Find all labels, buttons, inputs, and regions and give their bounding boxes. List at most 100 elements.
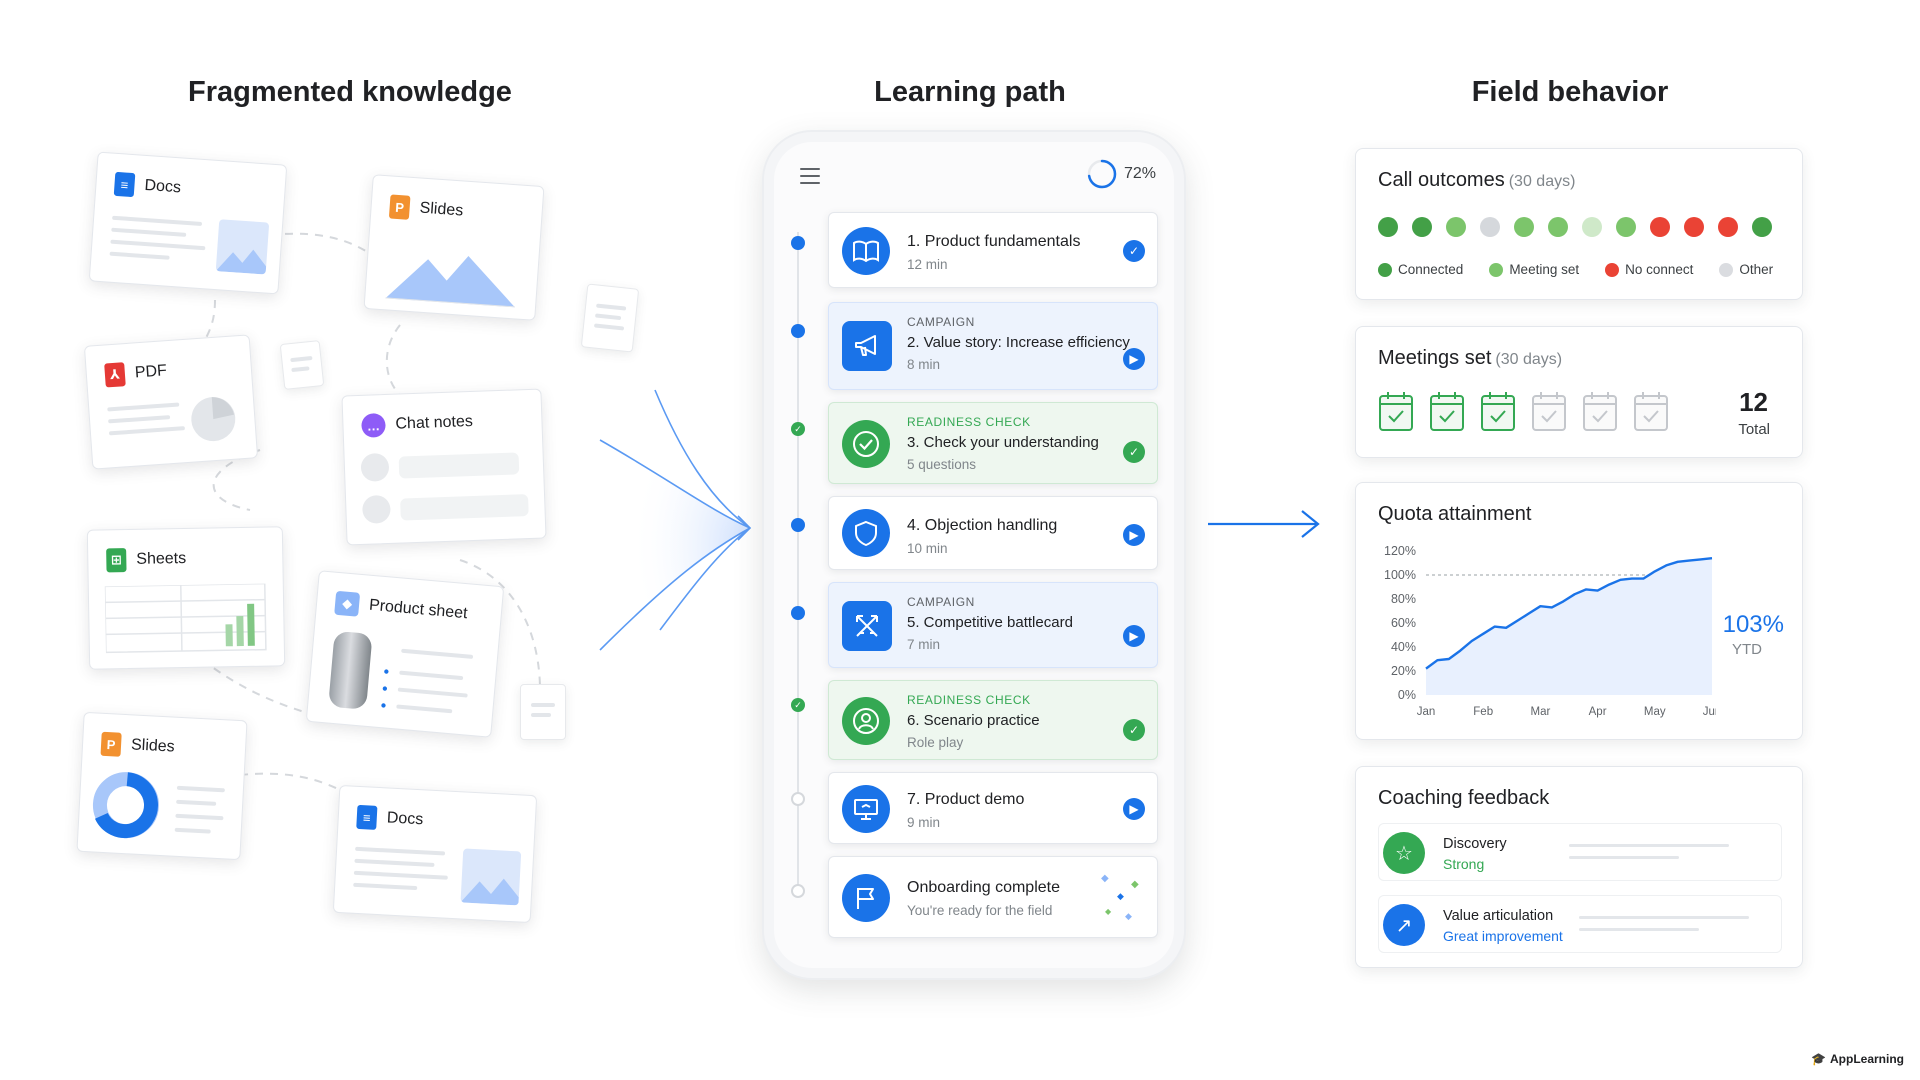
call-outcomes-panel: Call outcomes(30 days) Connected Meeting… [1355,148,1803,300]
lesson-meta: 10 min [907,541,948,556]
lesson-item-3[interactable]: READINESS CHECK 3. Check your understand… [828,402,1158,484]
quota-chart: 120%100%80%60%40%20%0%JanFebMarAprMayJun [1384,544,1716,718]
lesson-item-4[interactable]: 4. Objection handling 10 min ▶ [828,496,1158,570]
lesson-meta: 12 min [907,257,948,272]
outcome-dot-noconnect [1718,217,1738,237]
lesson-title: Onboarding complete [907,879,1060,896]
outcome-dot-other [1480,217,1500,237]
star-icon: ☆ [1383,832,1425,874]
timeline-line [797,232,799,892]
pdf-icon: ⅄ [104,362,126,388]
knowledge-card-pdf: ⅄ PDF [83,334,259,470]
docs-icon: ≡ [356,804,378,830]
calendar-empty-icon [1531,390,1567,431]
flag-icon [842,874,890,922]
knowledge-card-label: PDF [134,362,168,382]
quota-area [1426,558,1712,695]
lesson-item-2[interactable]: CAMPAIGN 2. Value story: Increase effici… [828,302,1158,390]
confetti-icon: ◆ ◆ ◆ ◆ ◆ [1101,873,1139,921]
outcome-dot-meeting [1514,217,1534,237]
meetings-total: 12 [1739,387,1768,417]
knowledge-card-docs-2: ≡ Docs [332,784,538,924]
knowledge-card-label: Chat notes [395,412,474,433]
play-icon[interactable]: ▶ [1123,625,1145,647]
outcome-dot-meeting-light [1582,217,1602,237]
outcome-dot-meeting [1616,217,1636,237]
lesson-meta: 9 min [907,815,941,830]
chat-icon: … [361,413,386,438]
lesson-title: 1. Product fundamentals [907,233,1081,250]
knowledge-card-product-sheet: ◆Product sheet ●●● [305,570,505,738]
slides-icon: P [388,194,411,220]
mini-note [520,684,566,740]
lesson-title: 4. Objection handling [907,517,1058,534]
quota-kpi: 103% [1722,611,1784,638]
x-tick-label: Apr [1589,706,1607,718]
feedback-name: Value articulation [1443,908,1554,924]
lesson-meta: Role play [907,735,964,750]
calendar-check-icon [1480,390,1516,431]
lesson-item-7[interactable]: 7. Product demo 9 min ▶ [828,772,1158,844]
check-icon: ✓ [1123,240,1145,262]
feedback-value: Strong [1443,856,1485,872]
sheets-icon: ⊞ [106,548,127,573]
feedback-name: Discovery [1443,836,1507,852]
outcome-dot-meeting [1446,217,1466,237]
lesson-meta: 7 min [907,637,941,652]
coaching-feedback-panel: Coaching feedback ☆ Discovery Strong ↗ V… [1355,766,1803,968]
x-tick-label: Mar [1530,706,1550,718]
swords-icon [842,601,892,651]
lesson-item-1[interactable]: 1. Product fundamentals 12 min ✓ [828,212,1158,288]
timeline-dot-empty [791,884,805,898]
x-tick-label: Feb [1473,706,1493,718]
quota-kpi-label: YTD [1732,641,1762,658]
check-icon: ✓ [1123,441,1145,463]
panel-title: Meetings set(30 days) [1378,347,1563,369]
brand-logo: 🎓 AppLearning [1811,1052,1904,1066]
lesson-item-6[interactable]: READINESS CHECK 6. Scenario practice Rol… [828,680,1158,760]
outcome-dot-connected [1378,217,1398,237]
knowledge-card-docs: ≡Docs [88,151,288,295]
lesson-title: 3. Check your understanding [907,434,1099,451]
play-icon[interactable]: ▶ [1123,524,1145,546]
outcome-dot-noconnect [1650,217,1670,237]
timeline-dot-check: ✓ [791,698,805,712]
section-title-learning-path: Learning path [874,76,1066,108]
avatar [360,452,390,482]
meetings-set-panel: Meetings set(30 days) 12 Total [1355,326,1803,458]
legend-item: Connected [1378,262,1463,277]
calendar-empty-icon [1582,390,1618,431]
timeline-dot-empty [791,792,805,806]
graduation-cap-icon: 🎓 [1811,1052,1826,1066]
outcome-dot-connected [1752,217,1772,237]
panel-title: Coaching feedback [1378,787,1550,809]
arrow-right-icon [1208,510,1320,538]
docs-icon: ≡ [113,171,136,198]
legend-item: Other [1719,262,1773,277]
menu-icon[interactable] [800,168,820,189]
outcome-dot-meeting [1548,217,1568,237]
play-icon[interactable]: ▶ [1123,348,1145,370]
outcome-dot-connected [1412,217,1432,237]
feedback-value: Great improvement [1443,928,1563,944]
feedback-row-discovery[interactable]: ☆ Discovery Strong [1378,823,1782,881]
mini-note [580,283,640,353]
knowledge-card-label: Slides [130,736,176,756]
knowledge-card-label: Docs [386,809,424,829]
timeline-dot-check: ✓ [791,422,805,436]
monitor-icon [842,785,890,833]
cube-icon: ◆ [334,590,361,617]
y-tick-label: 120% [1384,544,1416,558]
x-tick-label: Jan [1417,706,1436,718]
lesson-item-5[interactable]: CAMPAIGN 5. Competitive battlecard 7 min… [828,582,1158,668]
progress-ring-icon [1087,159,1117,189]
calendar-check-icon [1429,390,1465,431]
calendar-check-icon [1378,390,1414,431]
feedback-row-value-articulation[interactable]: ↗ Value articulation Great improvement [1378,895,1782,953]
play-icon[interactable]: ▶ [1123,798,1145,820]
lesson-meta: You're ready for the field [907,903,1053,918]
outcome-dot-noconnect [1684,217,1704,237]
y-tick-label: 20% [1391,664,1416,678]
